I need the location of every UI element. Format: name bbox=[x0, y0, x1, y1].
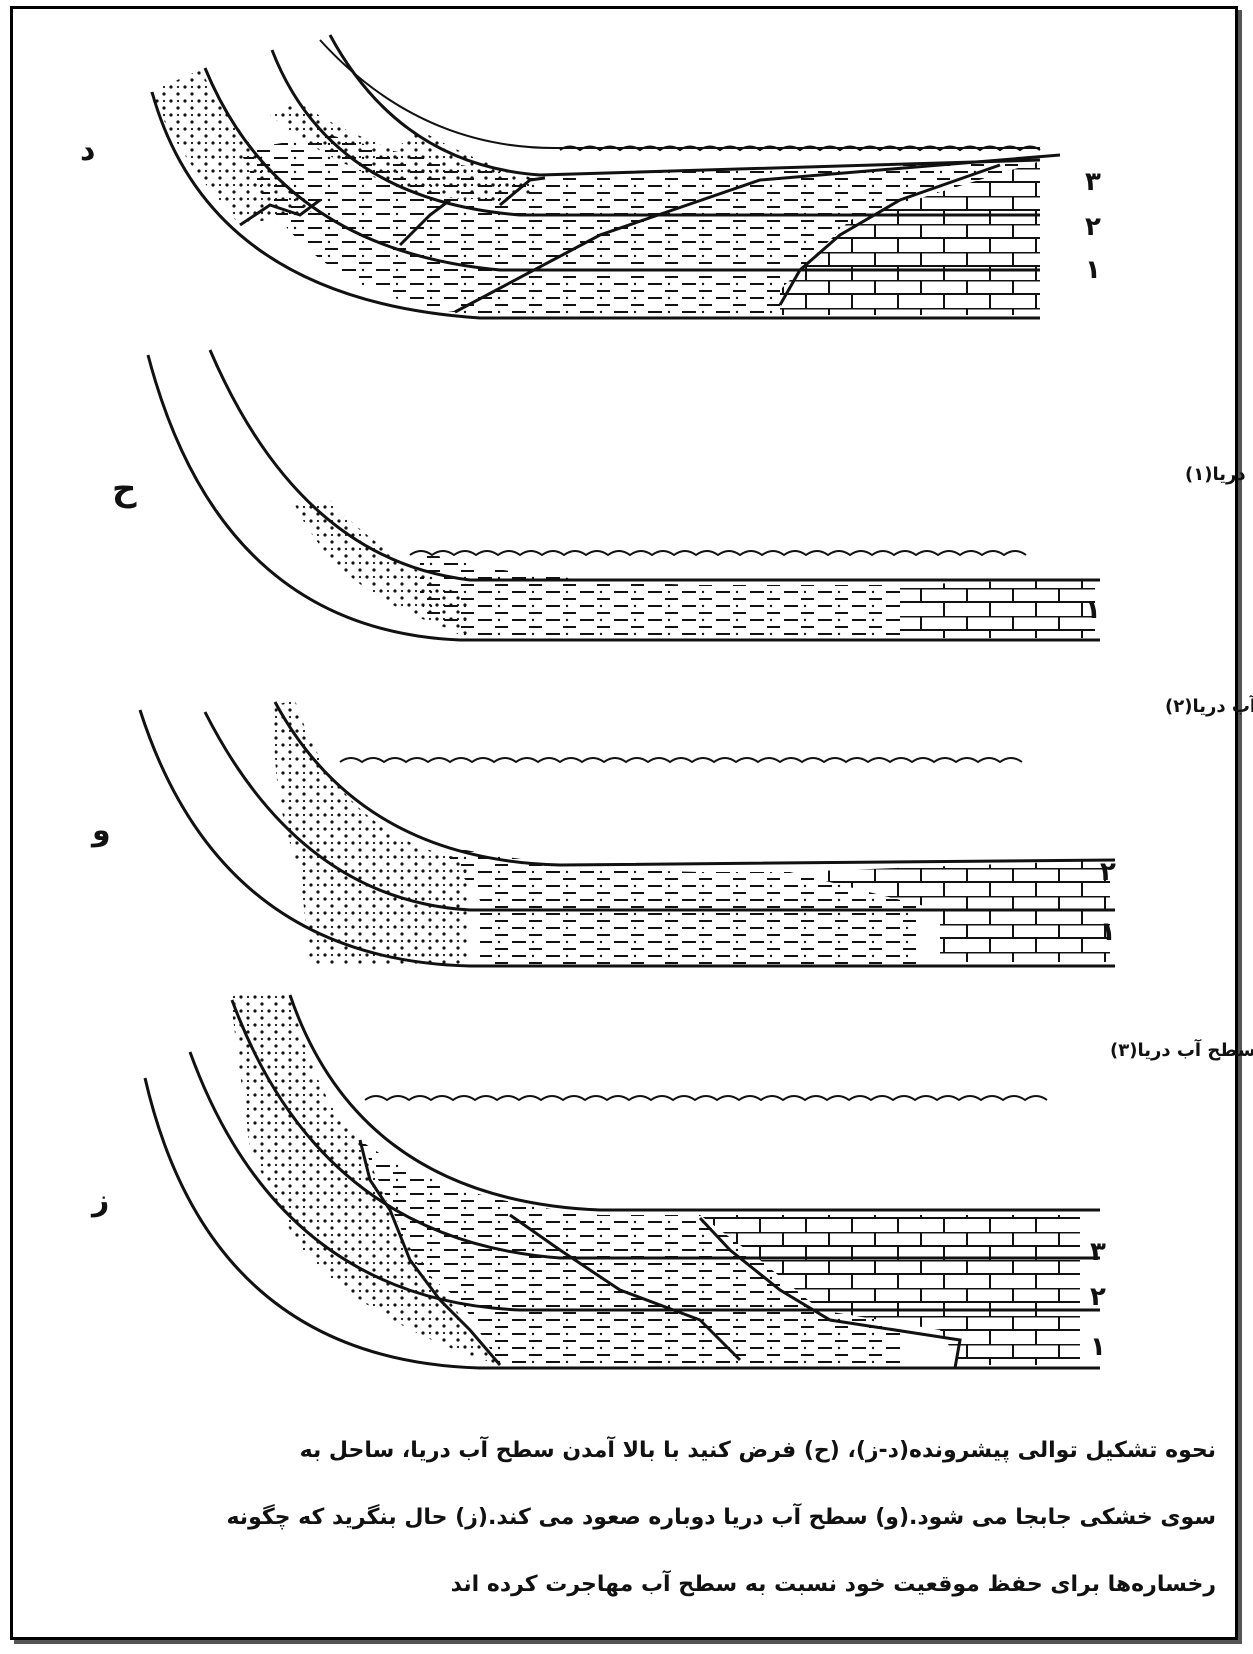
panel-v: و سطح آب دریا(۲) ۲ ۱ bbox=[90, 694, 1253, 966]
sandstone-facies bbox=[230, 995, 500, 1365]
panel-letter: د bbox=[80, 133, 95, 168]
sea-level-label: سطح آب دریا(۲) bbox=[1165, 694, 1253, 717]
layer-label: ۲ bbox=[1090, 1282, 1106, 1312]
caption-line: نحوه تشکیل توالی پیشرونده(د-ز)، (ح) فرض … bbox=[20, 1438, 1216, 1463]
caption-line: سوی خشکی جابجا می شود.(و) سطح آب دریا دو… bbox=[20, 1505, 1216, 1530]
layer-label: ۱ bbox=[1085, 595, 1101, 625]
panel-letter: ز bbox=[90, 1183, 109, 1218]
layer-label: ۱ bbox=[1100, 917, 1116, 947]
layer-label: ۲ bbox=[1085, 212, 1101, 242]
limestone-facies bbox=[900, 578, 1095, 638]
panel-letter: و bbox=[90, 813, 111, 848]
layer-label: ۲ bbox=[1100, 857, 1116, 887]
layer-label: ۱ bbox=[1085, 255, 1101, 285]
caption-line: رخساره‌ها برای حفظ موقعیت خود نسبت به سط… bbox=[20, 1572, 1216, 1597]
sea-level-label: سطح آب دریا(۱) bbox=[1185, 462, 1253, 485]
layer-label: ۱ bbox=[1090, 1332, 1106, 1362]
panel-d: د ۳ ۲ ۱ bbox=[80, 35, 1101, 318]
layer-label: ۳ bbox=[1090, 1237, 1106, 1267]
layer-label: ۳ bbox=[1085, 167, 1101, 197]
panel-z: ز سطح آب دریا(۳) ۳ ۲ ۱ bbox=[90, 995, 1253, 1368]
panel-h: ح سطح آب دریا(۱) ۱ bbox=[112, 350, 1253, 640]
sea-level-label: سطح آب دریا(۳) bbox=[1110, 1038, 1253, 1061]
panel-letter: ح bbox=[112, 469, 137, 509]
